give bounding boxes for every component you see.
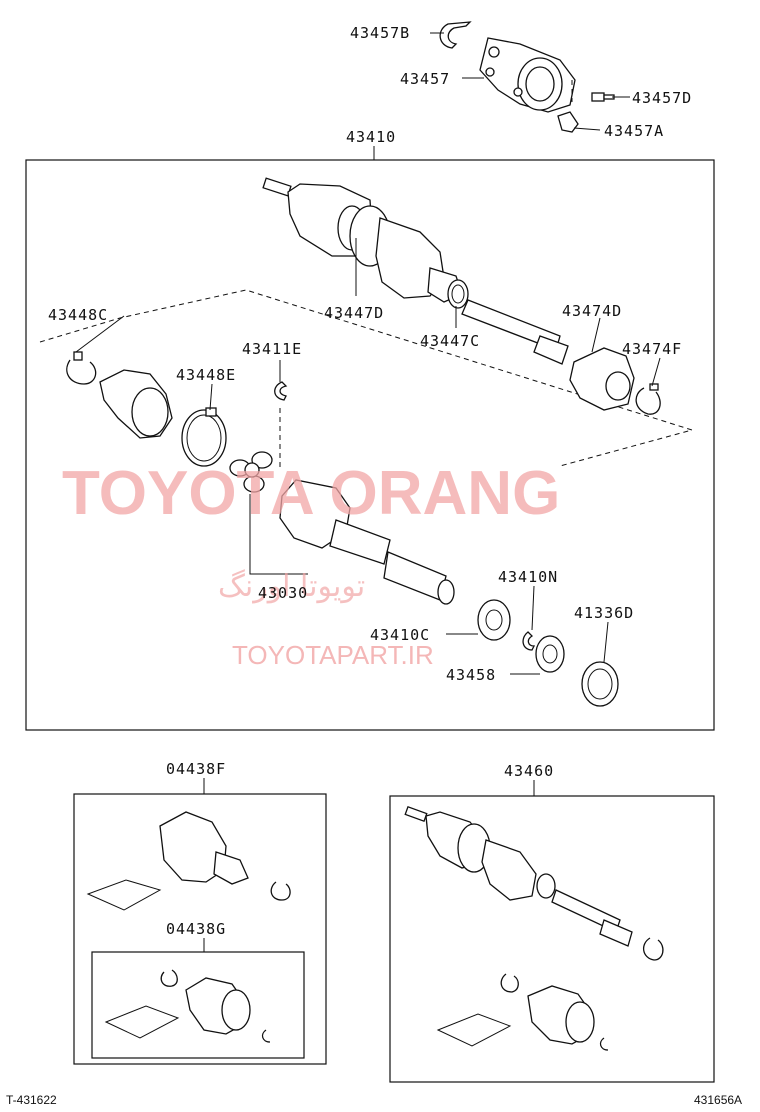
kit-boot-inboard <box>185 977 251 1035</box>
label-43411E: 43411E <box>242 340 302 358</box>
label-43448C: 43448C <box>48 306 108 324</box>
label-43460: 43460 <box>504 762 554 780</box>
label-43457B: 43457B <box>350 24 410 42</box>
inboard-joint-43030 <box>279 479 455 605</box>
boot-clamp-43447C <box>447 279 469 309</box>
label-43447C: 43447C <box>420 332 480 350</box>
label-43410: 43410 <box>346 128 396 146</box>
damper-43474D <box>569 347 635 411</box>
watermark-main: TOYOTA ORANG <box>62 459 560 528</box>
label-43458: 43458 <box>446 666 496 684</box>
bolt-43457D <box>591 92 615 102</box>
assembly-frame-43460 <box>389 795 715 1083</box>
label-43030: 43030 <box>258 584 308 602</box>
label-04438G: 04438G <box>166 920 226 938</box>
tripod-joint <box>229 451 273 493</box>
kit-snap-ring <box>261 1029 271 1043</box>
label-04438F: 04438F <box>166 760 226 778</box>
dust-cover-41336D <box>581 661 619 707</box>
kit-grease-pack-2 <box>104 1005 180 1039</box>
snap-ring-43457B <box>439 21 472 49</box>
axle-shaft <box>461 299 569 365</box>
kit-clamp <box>270 881 291 901</box>
inboard-boot <box>99 369 173 439</box>
label-43410N: 43410N <box>498 568 558 586</box>
label-43474F: 43474F <box>622 340 682 358</box>
label-43474D: 43474D <box>562 302 622 320</box>
kit-boot-outboard <box>159 811 249 885</box>
snap-ring-43410N <box>522 631 536 651</box>
boot-clamp-43448C <box>66 351 97 385</box>
kit-clamp-3 <box>643 937 664 961</box>
stud-43457A <box>557 111 579 133</box>
boot-clamp-43448E <box>181 407 227 467</box>
footer-right-ref: 431656A <box>694 1093 742 1107</box>
label-43410C: 43410C <box>370 626 430 644</box>
snap-ring-43411E <box>274 381 288 401</box>
label-41336D: 41336D <box>574 604 634 622</box>
drive-shaft-43460 <box>404 805 633 947</box>
label-43457D: 43457D <box>632 89 692 107</box>
bearing-bracket-43457 <box>479 37 576 113</box>
footer-left-ref: T-431622 <box>6 1093 57 1107</box>
seal-43458 <box>535 635 565 673</box>
label-43457: 43457 <box>400 70 450 88</box>
assembly-frame-43410 <box>25 159 715 731</box>
damper-clamp-43474F <box>635 383 661 415</box>
kit-snap-ring-2 <box>599 1037 609 1051</box>
kit-clamp-2 <box>160 969 178 987</box>
bearing-43410C <box>477 599 511 641</box>
label-43457A: 43457A <box>604 122 664 140</box>
watermark-site: TOYOTAPART.IR <box>232 640 434 670</box>
label-43447D: 43447D <box>324 304 384 322</box>
kit-frame-04438G <box>91 951 305 1059</box>
outboard-joint-boot-43447D <box>262 177 463 303</box>
kit-frame-04438F <box>73 793 327 1065</box>
kit-grease-pack-3 <box>436 1013 512 1047</box>
kit-clamp-4 <box>500 973 519 993</box>
label-43448E: 43448E <box>176 366 236 384</box>
kit-grease-pack <box>86 879 162 911</box>
watermark-farsi: تویوتا اورنگ <box>218 569 365 604</box>
kit-boot-3 <box>527 985 595 1045</box>
